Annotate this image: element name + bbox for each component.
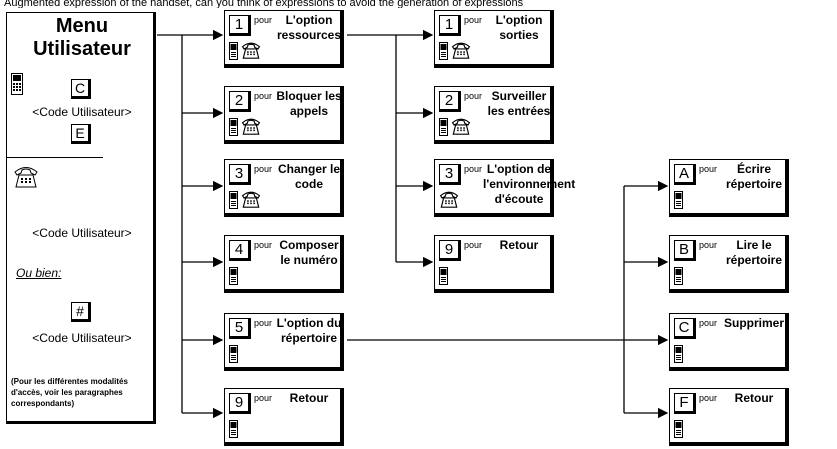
key-c[interactable]: C: [71, 79, 91, 99]
pour-label: pour: [464, 164, 483, 174]
desk-phone-icon: [241, 42, 261, 59]
option-label: Retour: [499, 238, 539, 252]
option-label: L'option de l'environnement d'écoute: [483, 162, 576, 206]
mobile-phone-icon: [439, 118, 448, 136]
divider: [7, 157, 103, 158]
key-B[interactable]: B: [674, 240, 696, 261]
key-1[interactable]: 1: [439, 15, 461, 36]
pour-label: pour: [464, 15, 483, 25]
key-3[interactable]: 3: [229, 164, 251, 185]
mobile-phone-icon: [674, 191, 683, 209]
key-2[interactable]: 2: [229, 91, 251, 112]
mobile-phone-icon: [11, 73, 23, 95]
key-F[interactable]: F: [674, 393, 696, 414]
key-9[interactable]: 9: [439, 240, 461, 261]
mobile-phone-icon: [674, 420, 683, 438]
option-label: Retour: [734, 391, 774, 405]
key-3[interactable]: 3: [439, 164, 461, 185]
desk-phone-icon: [439, 191, 459, 208]
desk-phone-icon: [241, 191, 261, 208]
access-note: (Pour les différentes modalités d'accès,…: [11, 377, 128, 408]
intro-text: Augmented expression of the handset, can…: [4, 0, 524, 8]
option-label: L'option ressources: [276, 13, 342, 42]
mobile-phone-icon: [229, 420, 238, 438]
option-label: Écrire répertoire: [725, 162, 783, 191]
desk-phone-icon: [451, 118, 471, 135]
pour-label: pour: [254, 393, 273, 403]
code-utilisateur-text-3: <Code Utilisateur>: [32, 331, 132, 345]
pour-label: pour: [464, 91, 483, 101]
mobile-phone-icon: [439, 42, 448, 60]
key-C[interactable]: C: [674, 318, 696, 339]
option-label: L'option du répertoire: [276, 316, 342, 345]
pour-label: pour: [254, 15, 273, 25]
mobile-phone-icon: [229, 191, 238, 209]
desk-phone-icon: [451, 42, 471, 59]
key-A[interactable]: A: [674, 164, 696, 185]
option-label: Surveiller les entrées: [487, 89, 551, 118]
option-label: Composer le numéro: [279, 238, 339, 267]
user-menu-panel: Menu Utilisateur C <Code Utilisateur> E …: [6, 12, 156, 424]
pour-label: pour: [699, 164, 718, 174]
or-text: Ou bien:: [16, 266, 62, 280]
option-label: Changer le code: [277, 162, 340, 191]
option-label: Bloquer les appels: [276, 89, 342, 118]
option-label: Supprimer: [723, 316, 784, 330]
pour-label: pour: [699, 318, 718, 328]
pour-label: pour: [254, 240, 273, 250]
key-4[interactable]: 4: [229, 240, 251, 261]
desk-phone-icon: [241, 118, 261, 135]
pour-label: pour: [699, 240, 718, 250]
mobile-phone-icon: [439, 267, 448, 285]
mobile-phone-icon: [674, 345, 683, 363]
menu-title-line1: Menu: [55, 15, 109, 37]
pour-label: pour: [254, 318, 273, 328]
code-utilisateur-text-1: <Code Utilisateur>: [32, 105, 132, 119]
code-utilisateur-text-2: <Code Utilisateur>: [32, 226, 132, 240]
option-label: Retour: [289, 391, 329, 405]
pour-label: pour: [699, 393, 718, 403]
mobile-phone-icon: [229, 345, 238, 363]
key-hash[interactable]: #: [71, 302, 91, 322]
mobile-phone-icon: [229, 267, 238, 285]
key-1[interactable]: 1: [229, 15, 251, 36]
desk-phone-icon: [14, 167, 38, 188]
key-2[interactable]: 2: [439, 91, 461, 112]
key-5[interactable]: 5: [229, 318, 251, 339]
menu-title-line2: Utilisateur: [33, 38, 131, 60]
option-label: L'option sorties: [495, 13, 543, 42]
mobile-phone-icon: [674, 267, 683, 285]
option-label: Lire le répertoire: [725, 238, 783, 267]
key-e[interactable]: E: [71, 124, 91, 144]
pour-label: pour: [254, 164, 273, 174]
mobile-phone-icon: [229, 118, 238, 136]
mobile-phone-icon: [229, 42, 238, 60]
key-9[interactable]: 9: [229, 393, 251, 414]
pour-label: pour: [254, 91, 273, 101]
pour-label: pour: [464, 240, 483, 250]
